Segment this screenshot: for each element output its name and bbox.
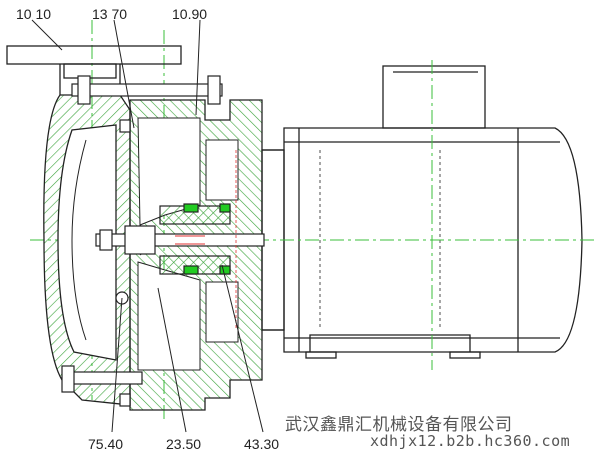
part-label-4330: 43.30 <box>244 436 280 452</box>
watermark-url: xdhjx12.b2b.hc360.com <box>370 432 571 450</box>
part-label-1010: 10 10 <box>16 6 52 22</box>
part-label-2350: 23.50 <box>166 436 202 452</box>
tie-bolts <box>61 75 223 407</box>
pump-casing <box>43 94 263 411</box>
part-label-7540: 75.40 <box>88 436 124 452</box>
leader-lines <box>31 19 264 433</box>
part-label-1090: 10.90 <box>172 6 208 22</box>
part-label-1370: 13 70 <box>92 6 128 22</box>
motor <box>261 65 583 359</box>
watermark-company: 武汉鑫鼎汇机械设备有限公司 <box>285 415 513 435</box>
shaft-seal <box>95 150 265 330</box>
terminal-box <box>382 65 486 129</box>
discharge-flange <box>6 45 182 95</box>
